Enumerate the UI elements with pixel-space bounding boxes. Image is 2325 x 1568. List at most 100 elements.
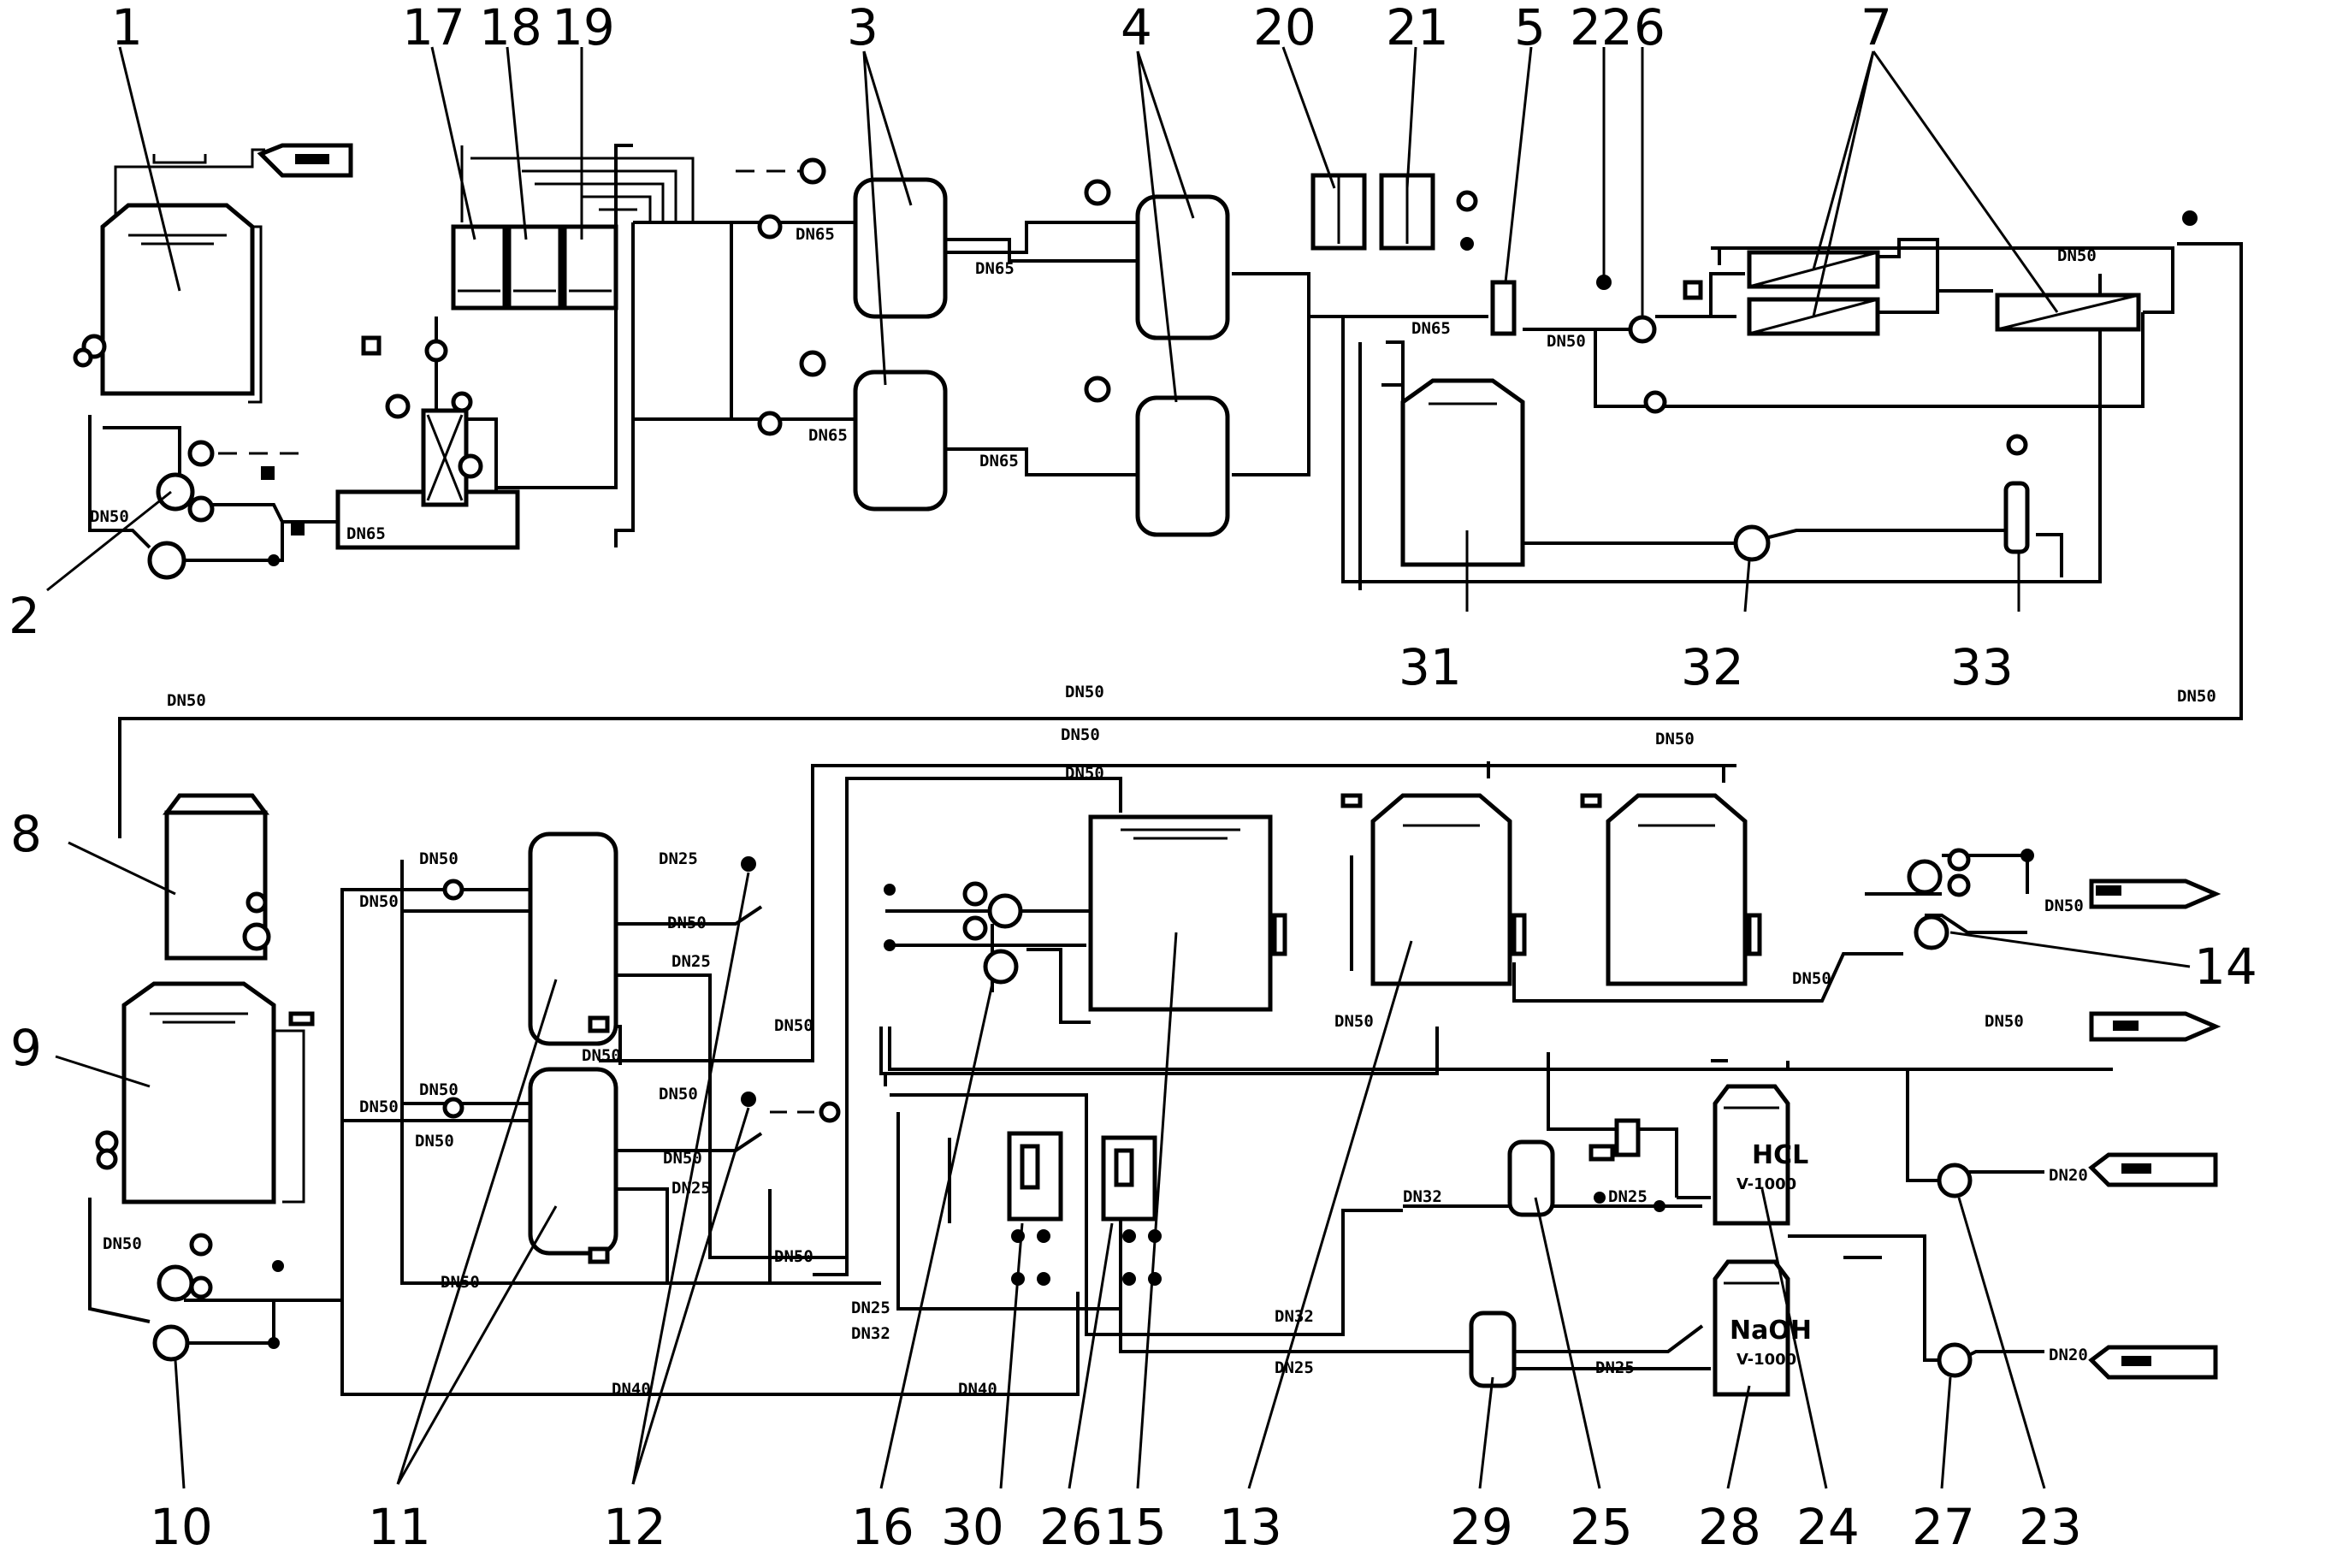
tank-13a xyxy=(1370,793,1512,986)
callout-14: 14 xyxy=(2194,938,2257,996)
high-pressure-pump-6 xyxy=(1628,315,1657,344)
pipe-label: DN50 xyxy=(167,691,206,710)
pipe-label: DN50 xyxy=(359,1098,399,1116)
pipe-label: DN32 xyxy=(1403,1187,1442,1206)
pump-16a xyxy=(987,893,1023,929)
pipe-label: DN50 xyxy=(419,1080,458,1099)
callout-13: 13 xyxy=(1219,1498,1282,1556)
pipe-label: DN50 xyxy=(1334,1012,1374,1031)
tank-13b xyxy=(1606,793,1748,986)
alkali-inlet-flag xyxy=(2088,1345,2218,1380)
pipe-label: DN50 xyxy=(1547,332,1586,351)
pipe-label: DN65 xyxy=(975,259,1015,278)
callout-31: 31 xyxy=(1399,638,1462,696)
lower-equipment xyxy=(95,793,2221,1397)
vessel-3a xyxy=(853,177,948,319)
hcl-tank-24 xyxy=(1713,1084,1790,1226)
waste-outlet-flag xyxy=(2089,1011,2221,1042)
dosing-tank-19 xyxy=(562,224,618,311)
raw-water-tank-1 xyxy=(100,203,255,396)
callout-7: 7 xyxy=(1861,0,1892,56)
callout-27: 27 xyxy=(1912,1498,1975,1556)
callout-33: 33 xyxy=(1950,638,2014,696)
pipe-label: DN32 xyxy=(851,1324,890,1343)
tank-15 xyxy=(1088,814,1273,1012)
callout-12: 12 xyxy=(603,1498,666,1556)
ion-exchanger-11b xyxy=(528,1067,618,1256)
pipe-label: DN50 xyxy=(667,914,707,932)
product-outlet-flag xyxy=(2089,879,2221,909)
callout-8: 8 xyxy=(10,805,42,863)
pump-14a xyxy=(1907,859,1943,895)
hcl-label: HCL xyxy=(1752,1140,1808,1170)
callout-17: 17 xyxy=(402,0,465,56)
callout-30: 30 xyxy=(941,1498,1004,1556)
callout-numbers: 1 2 3 4 5 6 7 8 9 10 11 12 13 14 15 16 1… xyxy=(9,0,2257,1556)
pump-10b xyxy=(152,1324,190,1362)
tank-31 xyxy=(1400,378,1525,567)
pipe-label: DN50 xyxy=(774,1247,813,1266)
pipe-label: DN65 xyxy=(346,524,386,543)
callout-22: 22 xyxy=(1570,0,1633,56)
pipe-label: DN50 xyxy=(582,1046,621,1065)
callout-19: 19 xyxy=(552,0,615,56)
acid-inlet-flag xyxy=(2088,1152,2218,1187)
pipe-label: DN25 xyxy=(1595,1358,1635,1377)
callout-25: 25 xyxy=(1570,1498,1633,1556)
callout-5: 5 xyxy=(1514,0,1546,56)
pipe-label: DN50 xyxy=(359,892,399,911)
pump-23 xyxy=(1937,1163,1973,1198)
naoh-volume: V-1000 xyxy=(1736,1351,1796,1369)
pipe-label: DN50 xyxy=(1065,764,1104,783)
pump-2b xyxy=(147,541,186,580)
callout-2: 2 xyxy=(9,587,40,645)
metering-tank-25 xyxy=(1507,1139,1555,1217)
dosing-tank-17 xyxy=(451,224,507,311)
pipe-label: DN50 xyxy=(1792,969,1831,988)
callout-9: 9 xyxy=(10,1019,42,1077)
pipe-label: DN40 xyxy=(612,1380,651,1399)
callout-21: 21 xyxy=(1386,0,1449,56)
pipe-label: DN25 xyxy=(1608,1187,1648,1206)
pump-32 xyxy=(1733,524,1771,562)
callout-11: 11 xyxy=(368,1498,431,1556)
pipe-label: DN50 xyxy=(103,1234,142,1253)
callout-28: 28 xyxy=(1698,1498,1761,1556)
pipe-label: DN50 xyxy=(659,1085,698,1104)
pump-14b xyxy=(1914,914,1949,950)
pump-27 xyxy=(1937,1342,1973,1378)
pipe-label: DN65 xyxy=(1411,319,1451,338)
pipe-label: DN25 xyxy=(1275,1358,1314,1377)
pipe-label: DN20 xyxy=(2049,1166,2088,1185)
filter-33 xyxy=(2003,481,2030,554)
callout-4: 4 xyxy=(1121,0,1152,56)
callout-26: 26 xyxy=(1039,1498,1103,1556)
callout-29: 29 xyxy=(1450,1498,1513,1556)
pipe-label: DN50 xyxy=(2044,896,2084,915)
vessel-4b xyxy=(1135,395,1230,537)
pump-16b xyxy=(983,949,1019,985)
pipe-label: DN50 xyxy=(90,507,129,526)
pipe-label: DN40 xyxy=(958,1380,997,1399)
leader-lines xyxy=(46,46,2191,1489)
security-filter-5 xyxy=(1490,280,1517,336)
callout-10: 10 xyxy=(150,1498,213,1556)
pipe-label: DN20 xyxy=(2049,1346,2088,1364)
pipe-label: DN25 xyxy=(671,952,711,971)
pipe-label: DN50 xyxy=(1655,730,1695,748)
pipe-label: DN50 xyxy=(415,1132,454,1151)
pump-10a xyxy=(157,1264,194,1302)
pump-2a xyxy=(156,472,195,512)
tank-9 xyxy=(121,981,276,1204)
pipe-label: DN50 xyxy=(419,849,458,868)
pipe-label: DN25 xyxy=(851,1299,890,1317)
callout-15: 15 xyxy=(1103,1498,1167,1556)
pipe-label: DN25 xyxy=(671,1179,711,1198)
pipe-label: DN50 xyxy=(1985,1012,2024,1031)
pipe-label: DN50 xyxy=(1061,725,1100,744)
callout-1: 1 xyxy=(111,0,143,56)
pipe-label: DN50 xyxy=(663,1149,702,1168)
pipe-label: DN50 xyxy=(1065,683,1104,701)
metering-tank-29 xyxy=(1469,1311,1517,1388)
